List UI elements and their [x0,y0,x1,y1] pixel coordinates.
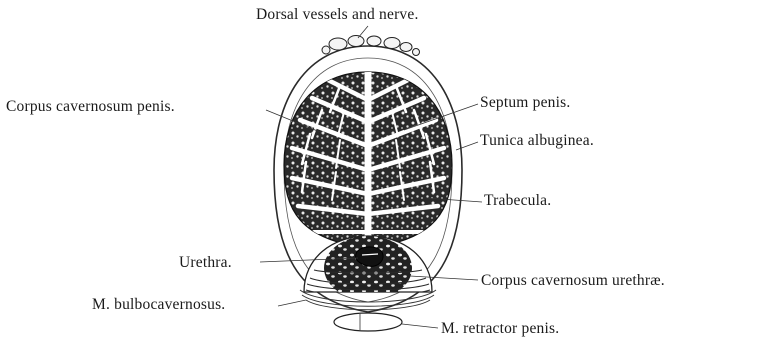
label-dorsal-vessels: Dorsal vessels and nerve. [256,6,419,24]
label-retractor-penis: M. retractor penis. [441,320,559,338]
label-urethra: Urethra. [179,254,232,272]
label-septum-penis: Septum penis. [480,94,570,112]
label-trabecula: Trabecula. [484,192,551,210]
label-bulbocavernosus: M. bulbocavernosus. [92,296,225,314]
retractor-penis-muscle [334,313,402,331]
label-tunica-albuginea: Tunica albuginea. [480,132,594,150]
label-corpus-cavernosum-penis: Corpus cavernosum penis. [6,98,175,116]
label-corpus-cavernosum-urethrae: Corpus cavernosum urethræ. [481,272,665,290]
